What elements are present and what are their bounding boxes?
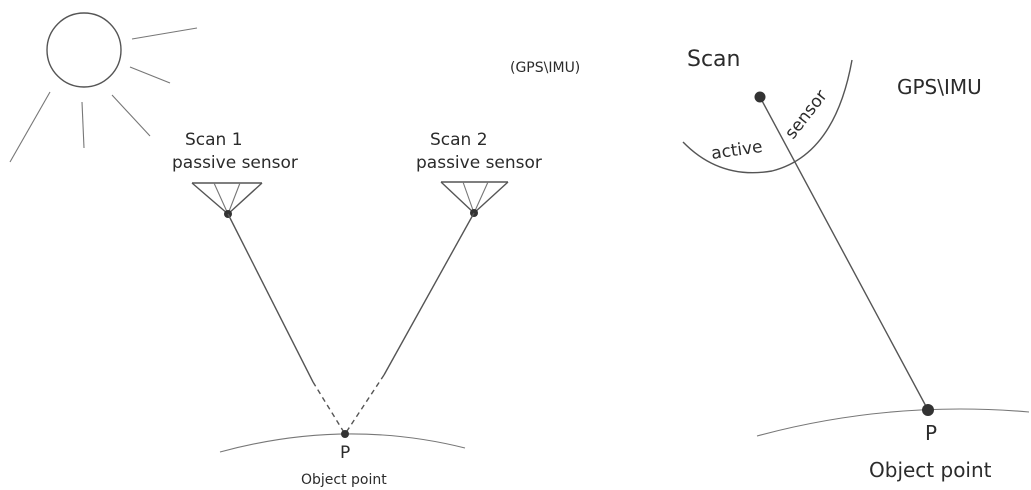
scan-position-dot bbox=[754, 91, 766, 103]
point-p-label-left: P bbox=[340, 443, 350, 463]
active-sensor-arc bbox=[682, 59, 853, 174]
gps-imu-label-right: GPS\IMU bbox=[897, 75, 982, 99]
scan1-label: Scan 1 bbox=[185, 130, 243, 150]
gps-imu-label-left: (GPS\IMU) bbox=[510, 60, 580, 76]
sun-icon bbox=[9, 12, 198, 163]
scan1-sensor-label: passive sensor bbox=[172, 153, 298, 173]
scan1-ray bbox=[227, 213, 346, 435]
point-p-label-right: P bbox=[925, 421, 937, 445]
scan2-ray bbox=[344, 212, 475, 435]
object-point-label-right: Object point bbox=[869, 458, 992, 482]
ground-curve-right bbox=[756, 408, 1030, 437]
object-point-dot-right bbox=[922, 404, 934, 416]
scan2-sensor-icon bbox=[440, 181, 509, 214]
object-point-label-left: Object point bbox=[301, 472, 387, 488]
scan-label-right: Scan bbox=[687, 47, 741, 72]
scan1-sensor-icon bbox=[191, 182, 263, 215]
active-ray bbox=[759, 96, 929, 411]
active-label: active bbox=[710, 137, 764, 164]
scan2-label: Scan 2 bbox=[430, 130, 488, 150]
scan2-sensor-label: passive sensor bbox=[416, 153, 542, 173]
object-point-dot-left bbox=[341, 430, 349, 438]
